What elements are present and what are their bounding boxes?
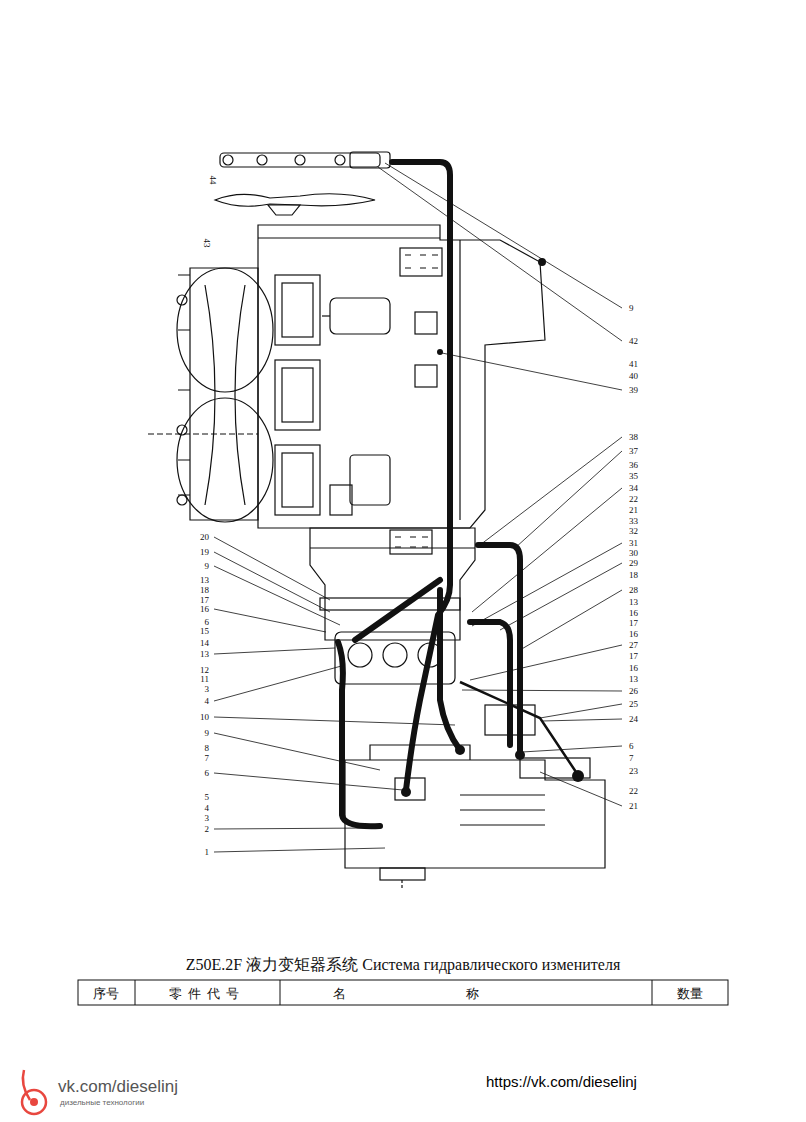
callout-number: 32 [628,527,639,536]
diagram-title: Z50E.2F 液力变矩器系统 Система гидравлического … [186,957,620,973]
callout-number: 3 [204,814,211,823]
callout-number: 6 [204,618,211,627]
table-header-cell: 序号 [93,987,119,1000]
callout-number: 42 [628,337,639,346]
callout-number: 6 [204,769,211,778]
callout-number: 9 [628,304,635,313]
callout-number: 14 [199,639,210,648]
callout-number: 38 [628,433,639,442]
table-header-cell: 零件代号 [169,987,245,1000]
callout-number: 27 [628,641,639,650]
callout-number: 4 [204,804,211,813]
callout-number: 3 [204,685,211,694]
callout-number: 31 [628,539,639,548]
callout-number: 7 [628,754,635,763]
callout-number: 9 [204,729,211,738]
callout-number: 30 [628,549,639,558]
callout-number: 12 [199,666,210,675]
callout-number: 19 [199,548,210,557]
callout-number: 17 [628,619,639,628]
callout-number: 36 [628,461,639,470]
callout-number: 21 [628,506,639,515]
callout-number: 23 [628,767,639,776]
callout-number: 21 [628,802,639,811]
callout-number: 18 [628,571,639,580]
callout-number: 8 [204,744,211,753]
watermark: дизельные технологии [60,1099,144,1107]
callout-number: 24 [628,715,639,724]
callout-number: 43 [202,238,211,249]
callout-number: 17 [199,596,210,605]
callout-number: 16 [628,630,639,639]
callout-number: 7 [204,754,211,763]
callout-number: 37 [628,447,639,456]
callout-number: 13 [628,675,639,684]
callout-number: 33 [628,517,639,526]
callout-number: 18 [199,586,210,595]
callout-number: 10 [199,713,210,722]
callout-number: 29 [628,559,639,568]
callout-number: 17 [628,652,639,661]
callout-number: 13 [628,598,639,607]
callout-number: 1 [204,848,211,857]
callout-number: 41 [628,360,639,369]
callout-number: 22 [628,787,639,796]
callout-number: 40 [628,372,639,381]
watermark: vk.com/dieselinj [58,1078,178,1095]
callout-number: 11 [199,675,210,684]
callout-number: 26 [628,687,639,696]
callout-number: 13 [199,576,210,585]
callout-number: 44 [208,175,217,186]
watermark: https://vk.com/dieselinj [486,1074,637,1089]
callout-number: 16 [628,609,639,618]
callout-number: 2 [204,825,211,834]
callout-number: 39 [628,386,639,395]
callout-number: 20 [199,533,210,542]
callout-number: 16 [199,605,210,614]
callout-number: 5 [204,793,211,802]
callout-number: 15 [199,627,210,636]
callout-number: 4 [204,697,211,706]
callout-number: 22 [628,495,639,504]
callout-number: 9 [204,562,211,571]
callout-number: 16 [628,664,639,673]
callout-number: 35 [628,472,639,481]
callout-number: 34 [628,484,639,493]
callout-number: 6 [628,742,635,751]
callout-number: 28 [628,586,639,595]
callout-number: 13 [199,650,210,659]
table-header-cell: 名称 [333,987,599,1000]
table-header-cell: 数量 [677,987,703,1000]
callout-number: 25 [628,700,639,709]
